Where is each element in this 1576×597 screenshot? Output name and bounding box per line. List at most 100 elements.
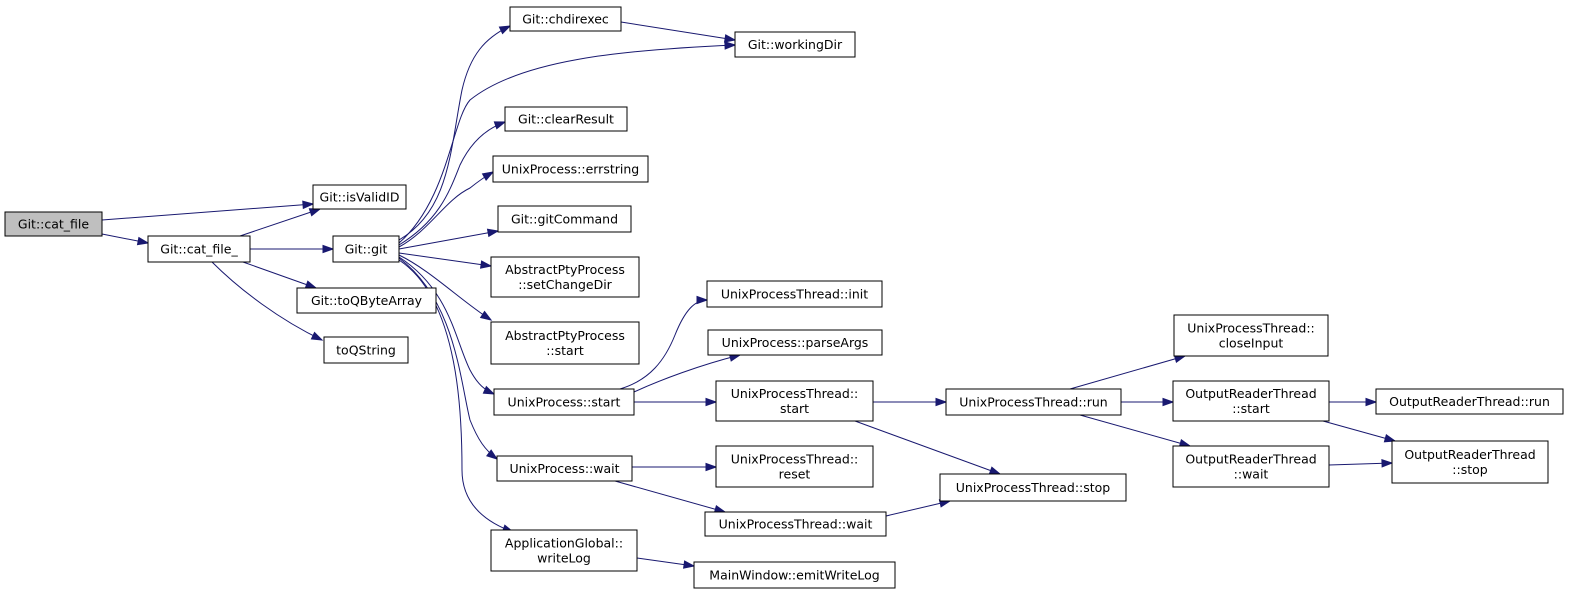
node-closeInput[interactable]: UnixProcessThread::closeInput	[1173, 314, 1329, 357]
edge-line	[1322, 420, 1396, 442]
edge-line	[398, 230, 499, 250]
node-upt-wait[interactable]: UnixProcessThread::wait	[704, 511, 887, 537]
arrowhead	[482, 385, 496, 395]
edge-line	[242, 261, 317, 289]
edge-upt_run-to-ort_start	[1121, 397, 1175, 407]
node-errstring[interactable]: UnixProcess::errstring	[492, 155, 649, 183]
edge-line	[614, 480, 726, 513]
node-label: Git::chdirexec	[522, 12, 609, 27]
node-box	[496, 455, 633, 482]
node-label: Git::cat_file	[18, 217, 90, 232]
node-upt-run[interactable]: UnixProcessThread::run	[945, 388, 1122, 416]
arrowhead	[481, 171, 495, 181]
node-box	[715, 445, 874, 488]
node-workingDir[interactable]: Git::workingDir	[734, 31, 856, 58]
arrowhead	[1381, 459, 1394, 468]
node-label: Git::workingDir	[748, 37, 843, 52]
node-ort-run[interactable]: OutputReaderThread::run	[1375, 388, 1564, 415]
node-label: UnixProcess::start	[508, 395, 621, 410]
node-box	[332, 235, 400, 263]
node-cat-file-[interactable]: Git::cat_file_	[147, 235, 251, 263]
node-setChangeDir[interactable]: AbstractPtyProcess::setChangeDir	[490, 256, 640, 298]
node-label: Git::cat_file_	[160, 242, 238, 257]
node-box	[490, 321, 640, 365]
node-label: UnixProcessThread::	[731, 386, 859, 401]
edge-git-to-pty_start	[398, 254, 493, 321]
node-upt-start[interactable]: UnixProcessThread::start	[715, 380, 874, 422]
edge-git-to-gitCommand	[398, 228, 500, 250]
node-label: ::start	[546, 343, 584, 358]
node-label: UnixProcess::wait	[509, 461, 619, 476]
node-label: OutputReaderThread	[1404, 447, 1535, 462]
node-upt-stop[interactable]: UnixProcessThread::stop	[939, 473, 1127, 502]
arrowhead	[705, 462, 718, 472]
node-parseArgs[interactable]: UnixProcess::parseArgs	[707, 329, 883, 356]
node-clearResult[interactable]: Git::clearResult	[504, 106, 628, 132]
node-label: UnixProcess::errstring	[502, 162, 639, 177]
node-upt-init[interactable]: UnixProcessThread::init	[706, 280, 883, 308]
node-ort-wait[interactable]: OutputReaderThread::wait	[1172, 445, 1330, 488]
node-cat-file[interactable]: Git::cat_file	[4, 211, 103, 237]
node-emitWriteLog[interactable]: MainWindow::emitWriteLog	[693, 561, 896, 589]
node-label: ApplicationGlobal::	[505, 536, 623, 551]
edge-line	[398, 254, 492, 321]
arrowhead	[988, 466, 1002, 475]
arrowhead	[705, 397, 718, 407]
node-ort-start[interactable]: OutputReaderThread::start	[1172, 380, 1330, 422]
edge-upt_run-to-closeInput	[1069, 354, 1187, 390]
node-upt-reset[interactable]: UnixProcessThread::reset	[715, 445, 874, 488]
node-chdirexec[interactable]: Git::chdirexec	[509, 6, 622, 32]
node-pty-start[interactable]: AbstractPtyProcess::start	[490, 321, 640, 365]
node-label: UnixProcessThread::	[1187, 321, 1315, 336]
node-ort-stop[interactable]: OutputReaderThread::stop	[1391, 440, 1549, 484]
edge-line	[398, 256, 495, 395]
edge-line	[1328, 462, 1393, 466]
node-label: AbstractPtyProcess	[505, 262, 625, 277]
arrowhead	[696, 295, 709, 305]
edge-cat_file_-to-toQString	[211, 261, 324, 341]
edge-cat_file_-to-isValidID	[239, 208, 322, 237]
node-label: Git::git	[345, 242, 388, 257]
node-toQString[interactable]: toQString	[323, 336, 409, 364]
node-label: Git::toQByteArray	[311, 293, 423, 308]
node-label: UnixProcessThread::	[731, 452, 859, 467]
edge-writeLog-to-emitWriteLog	[636, 557, 696, 569]
node-up-wait[interactable]: UnixProcess::wait	[496, 455, 633, 482]
node-box	[312, 184, 407, 210]
edge-layer	[101, 21, 1397, 569]
edge-up_start-to-upt_init	[619, 295, 709, 390]
node-box	[509, 6, 622, 32]
node-box	[296, 287, 437, 314]
node-label: ::wait	[1234, 467, 1269, 482]
node-box	[734, 31, 856, 58]
edge-line	[398, 252, 492, 267]
node-box	[492, 155, 649, 183]
edge-up_wait-to-upt_reset	[632, 462, 718, 472]
arrowhead	[1383, 434, 1397, 443]
node-box	[490, 256, 640, 298]
arrowhead	[308, 208, 322, 217]
edge-upt_start-to-upt_run	[873, 397, 948, 407]
node-label: start	[780, 401, 809, 416]
node-label: UnixProcessThread::stop	[956, 480, 1111, 495]
node-git[interactable]: Git::git	[332, 235, 400, 263]
arrowhead	[322, 244, 335, 254]
node-label: AbstractPtyProcess	[505, 328, 625, 343]
node-isValidID[interactable]: Git::isValidID	[312, 184, 407, 210]
arrowhead	[304, 280, 318, 289]
node-gitCommand[interactable]: Git::gitCommand	[497, 205, 632, 233]
edge-line	[211, 261, 323, 341]
arrowhead	[136, 236, 150, 246]
node-box	[493, 388, 635, 416]
node-writeLog[interactable]: ApplicationGlobal::writeLog	[490, 529, 638, 572]
node-box	[1172, 380, 1330, 422]
node-toQByteArray[interactable]: Git::toQByteArray	[296, 287, 437, 314]
node-up-start[interactable]: UnixProcess::start	[493, 388, 635, 416]
node-label: closeInput	[1219, 336, 1284, 351]
node-box	[706, 280, 883, 308]
edge-line	[633, 354, 741, 393]
node-box	[715, 380, 874, 422]
node-label: OutputReaderThread	[1185, 386, 1316, 401]
node-box	[1391, 440, 1549, 484]
